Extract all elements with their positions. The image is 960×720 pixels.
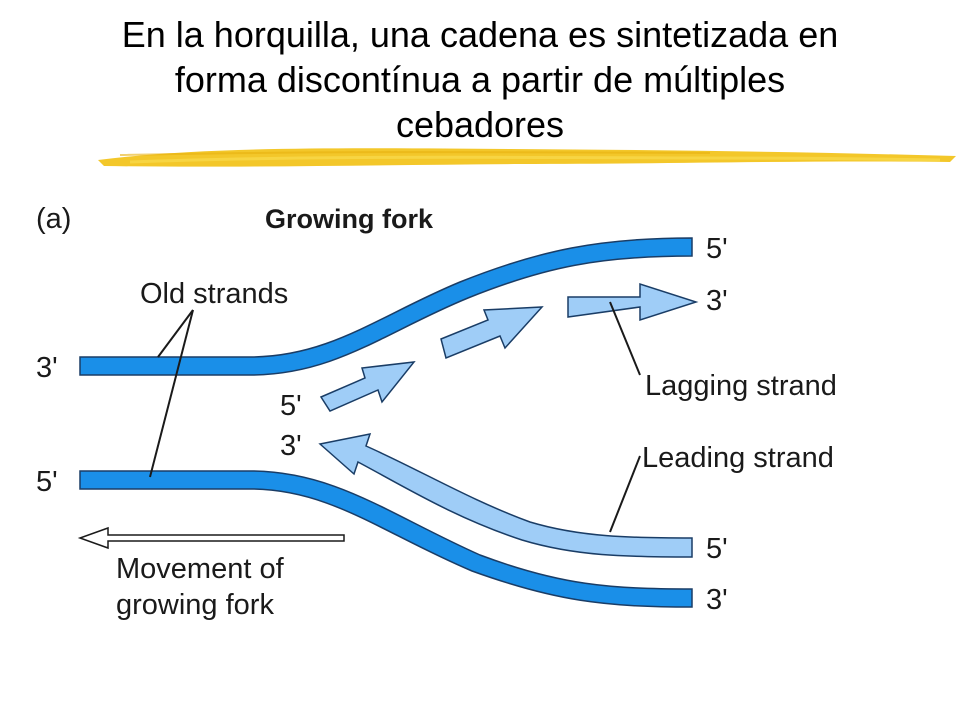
label-lagging-strand: Lagging strand [645,370,837,402]
end-label-leading-right: 5' [706,533,728,565]
title-line-1: En la horquilla, una cadena es sintetiza… [121,14,839,55]
label-old-strands: Old strands [140,278,288,310]
label-movement-line-2: growing fork [116,589,274,621]
end-label-top-left: 3' [36,352,58,384]
label-leader-lines [149,301,641,533]
slide-title: En la horquilla, una cadena es sintetiza… [40,12,920,147]
lagging-fragment-3 [567,282,699,322]
end-label-top-right: 5' [706,233,728,265]
title-line-3: cebadores [395,104,565,145]
end-label-leading-tip: 3' [280,430,302,462]
title-line-2: forma discontínua a partir de múltiples [174,59,786,100]
lagging-fragment-2 [440,306,544,360]
movement-arrow [77,526,345,550]
label-movement-line-1: Movement of [116,553,285,585]
panel-label: (a) [36,203,71,235]
old-strand-top [79,237,693,376]
end-label-lagging-right: 3' [706,285,728,317]
old-strand-bottom [79,470,693,608]
diagram-heading: Growing fork [265,204,434,234]
end-label-lagging-left: 5' [280,390,302,422]
end-label-bottom-left: 5' [36,466,58,498]
leading-strand-arrow [318,433,693,558]
label-leading-strand: Leading strand [642,442,834,474]
end-label-bottom-right: 3' [706,584,728,616]
title-underline-brushstroke [98,148,956,167]
lagging-fragment-1 [319,361,416,412]
